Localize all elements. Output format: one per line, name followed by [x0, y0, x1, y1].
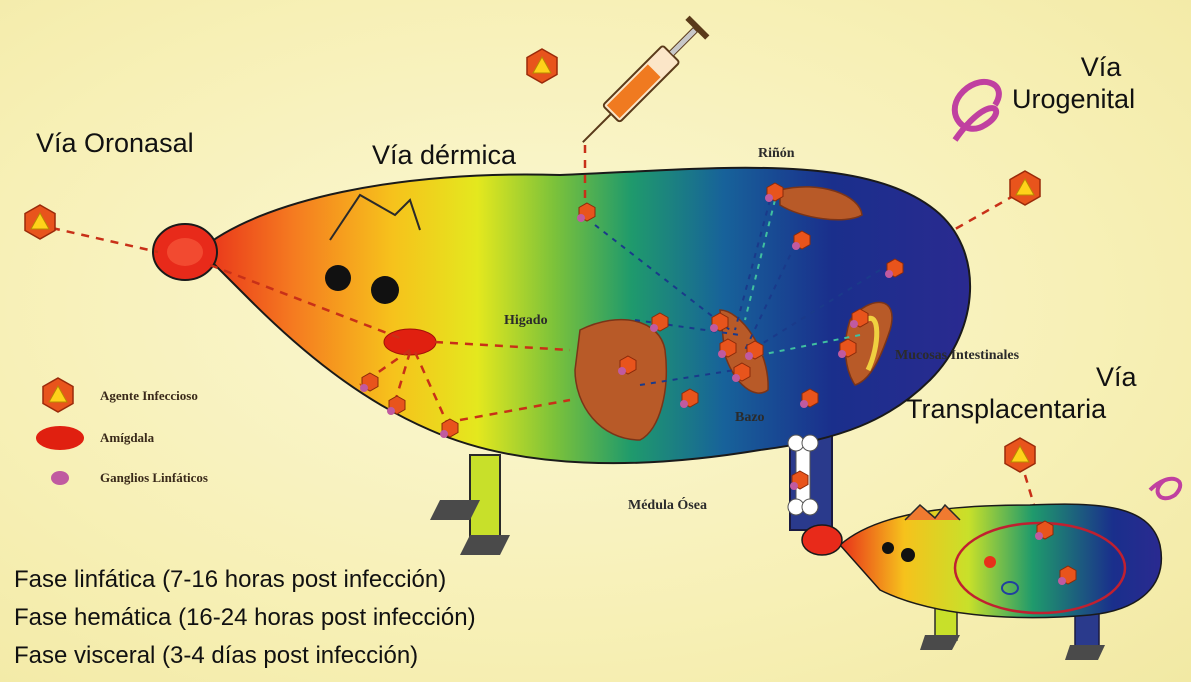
- organ-liver-label: Higado: [504, 313, 548, 329]
- legend-lymph-node-icon: [51, 471, 69, 485]
- phase-hematic: Fase hemática (16-24 horas post infecció…: [14, 604, 476, 632]
- route-oronasal-label: Vía Oronasal: [36, 128, 194, 160]
- agent-virus-dermal: [527, 49, 557, 83]
- organ-spleen-label: Bazo: [735, 410, 765, 426]
- agent-virus-oronasal: [25, 205, 55, 239]
- legend-lymph-nodes-label: Ganglios Linfáticos: [100, 470, 208, 486]
- route-urogenital-line2: Urogenital: [1012, 84, 1135, 116]
- organ-kidney-label: Riñón: [758, 146, 795, 162]
- route-transplacental-line2: Transplacentaria: [906, 394, 1137, 426]
- route-dermal-label: Vía dérmica: [372, 140, 516, 172]
- small-pig-figure: [802, 479, 1180, 660]
- route-urogenital-line1: Vía: [1012, 52, 1135, 84]
- legend-virus-icon: [43, 378, 73, 412]
- legend-tonsil-label: Amígdala: [100, 430, 154, 446]
- phase-lymphatic: Fase linfática (7-16 horas post infecció…: [14, 566, 446, 594]
- route-transplacental-line1: Vía: [906, 362, 1137, 394]
- route-transplacental-label: Vía Transplacentaria: [906, 362, 1137, 426]
- organ-intestinal-mucosa-label: Mucosas Intestinales: [895, 348, 1019, 364]
- pig-tail: [955, 82, 999, 140]
- phase-visceral: Fase visceral (3-4 días post infección): [14, 642, 418, 670]
- pig-eye-right: [371, 276, 399, 304]
- syringe: [573, 16, 709, 152]
- pig-front-leg: [470, 455, 500, 540]
- organ-bone-marrow-label: Médula Ósea: [628, 498, 707, 514]
- route-urogenital-label: Vía Urogenital: [1012, 52, 1135, 116]
- agent-virus-transplacental: [1005, 438, 1035, 472]
- legend-agent-label: Agente Infeccioso: [100, 388, 198, 404]
- pig-eye-left: [325, 265, 351, 291]
- big-pig-figure: [153, 82, 999, 555]
- legend-tonsil-icon: [36, 426, 84, 450]
- agent-virus-urogenital: [1010, 171, 1040, 205]
